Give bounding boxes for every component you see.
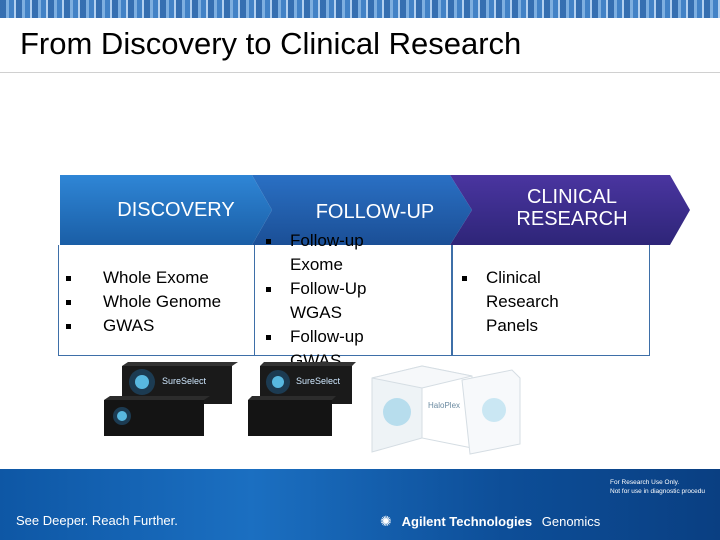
bullet-square-icon <box>266 239 271 244</box>
list-item: Whole Genome <box>66 290 256 314</box>
footer-disclaimer: For Research Use Only. Not for use in di… <box>610 478 705 496</box>
bullet-square-icon <box>66 300 71 305</box>
stage-label-follow-up: FOLLOW-UP <box>290 201 460 223</box>
bullet-square-icon <box>266 287 271 292</box>
bullet-square-icon <box>66 276 71 281</box>
kit-brand-text: SureSelect <box>296 376 341 386</box>
bullet-square-icon <box>462 276 467 281</box>
box-brand-text: HaloPlex <box>428 401 460 410</box>
list-item: GWAS <box>66 314 256 338</box>
bullet-square-icon <box>66 324 71 329</box>
kit-brand-text: SureSelect <box>162 376 207 386</box>
top-decorative-band <box>0 0 720 18</box>
footer-tagline: See Deeper. Reach Further. <box>16 513 178 528</box>
sureselect-kit-image-1: SureSelect <box>102 362 242 440</box>
stage-label-clinical-line2: RESEARCH <box>497 208 647 230</box>
title-divider <box>0 72 720 73</box>
item-text: Whole Genome <box>103 292 221 311</box>
list-discovery: Whole Exome Whole Genome GWAS <box>66 266 256 338</box>
brand-division: Genomics <box>542 514 601 529</box>
slide-title: From Discovery to Clinical Research <box>20 26 521 62</box>
footer-brand: ✺ Agilent Technologies Genomics <box>380 513 600 530</box>
sureselect-kit-image-2: SureSelect <box>246 362 356 440</box>
stage-label-clinical-line1: CLINICAL <box>497 186 647 208</box>
list-item: Clinical Research Panels <box>462 266 592 338</box>
list-item: Follow-Up WGAS <box>266 277 386 325</box>
haloplex-box-image: HaloPlex <box>362 358 522 458</box>
list-item: Whole Exome <box>66 266 256 290</box>
list-follow-up: Follow-up Exome Follow-Up WGAS Follow-up… <box>266 229 386 373</box>
bullet-square-icon <box>266 335 271 340</box>
agilent-spark-logo-icon: ✺ <box>380 513 398 530</box>
brand-name: Agilent Technologies <box>402 514 533 529</box>
disclaimer-line-2: Not for use in diagnostic procedu <box>610 487 705 496</box>
disclaimer-line-1: For Research Use Only. <box>610 478 705 487</box>
stage-label-clinical: CLINICAL RESEARCH <box>497 186 647 230</box>
item-text: Follow-up Exome <box>290 231 364 274</box>
list-item: Follow-up Exome <box>266 229 386 277</box>
item-text: Clinical Research Panels <box>486 268 559 335</box>
item-text: GWAS <box>103 316 154 335</box>
item-text: Follow-Up WGAS <box>290 279 367 322</box>
list-clinical: Clinical Research Panels <box>462 266 592 338</box>
item-text: Whole Exome <box>103 268 209 287</box>
stage-label-discovery: DISCOVERY <box>96 199 256 221</box>
